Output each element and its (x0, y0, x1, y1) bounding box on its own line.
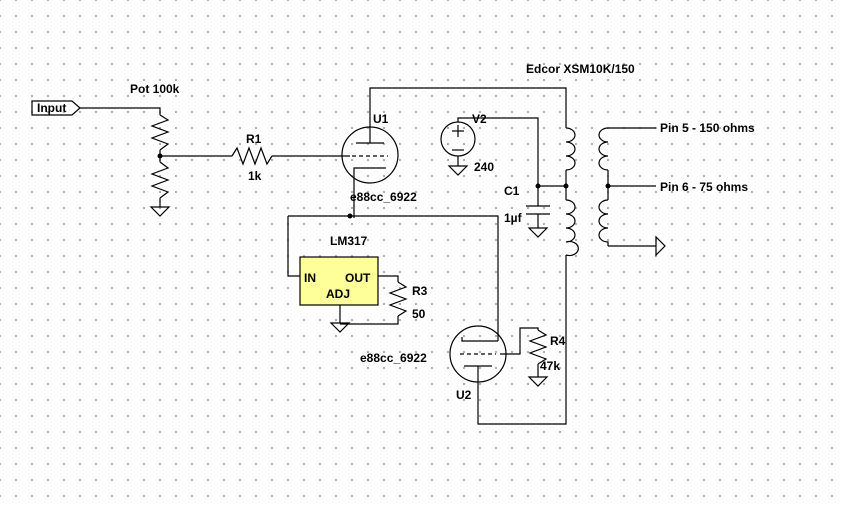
wire-cathode-bus (288, 215, 499, 333)
r4-label: R4 (550, 334, 566, 348)
r3-label: R3 (412, 284, 428, 298)
wire-reg-out (378, 275, 399, 282)
secondary-tap-junction (605, 183, 611, 189)
u1-model: e88cc_6922 (350, 190, 417, 204)
wire-reg-in (287, 216, 300, 277)
c1-capacitor[interactable] (526, 205, 550, 215)
lm317-label: LM317 (330, 234, 368, 248)
wire-r3-adj (340, 316, 399, 325)
u2-label: U2 (456, 388, 472, 402)
wire-u2-r4 (500, 327, 539, 355)
transformer-label: Edcor XSM10K/150 (526, 62, 635, 76)
wire-u2-cathode (477, 255, 567, 425)
r1-value: 1k (248, 169, 262, 183)
c1-value: 1µf (504, 211, 523, 225)
input-wire (80, 107, 161, 115)
u2-model: e88cc_6922 (360, 351, 427, 365)
v2-label: V2 (472, 112, 487, 126)
r1-label: R1 (246, 132, 262, 146)
lm317-regulator[interactable]: IN OUT ADJ (299, 256, 379, 306)
secondary-ground-symbol (655, 235, 666, 257)
r4-resistor[interactable] (528, 329, 548, 365)
r3-value: 50 (412, 307, 426, 321)
pot-100k[interactable] (149, 114, 171, 217)
r4-value: 47k (540, 359, 560, 373)
c1-label: C1 (504, 184, 520, 198)
r4-ground-symbol (527, 376, 549, 387)
pin5-label: Pin 5 - 150 ohms (660, 121, 755, 135)
reg-out-pin: OUT (345, 271, 371, 285)
input-label: Input (37, 101, 66, 115)
reg-ground-symbol (329, 322, 351, 333)
transformer-primary[interactable] (565, 127, 579, 257)
pin6-label: Pin 6 - 75 ohms (660, 180, 748, 194)
reg-in-pin: IN (304, 271, 316, 285)
input-port[interactable]: Input (31, 100, 81, 116)
r1-resistor[interactable] (231, 146, 273, 166)
wire-v2-pos (457, 117, 539, 186)
u1-triode[interactable] (341, 126, 399, 184)
v2-value: 240 (474, 160, 494, 174)
v2-source[interactable] (440, 121, 476, 157)
wire-u1-plate (369, 87, 567, 128)
u1-label: U1 (373, 112, 389, 126)
c1-ground-symbol (527, 227, 549, 238)
v2-ground-symbol (447, 165, 469, 176)
pot-label: Pot 100k (130, 82, 180, 96)
r3-resistor[interactable] (388, 281, 408, 317)
reg-adj-pin: ADJ (326, 287, 350, 301)
